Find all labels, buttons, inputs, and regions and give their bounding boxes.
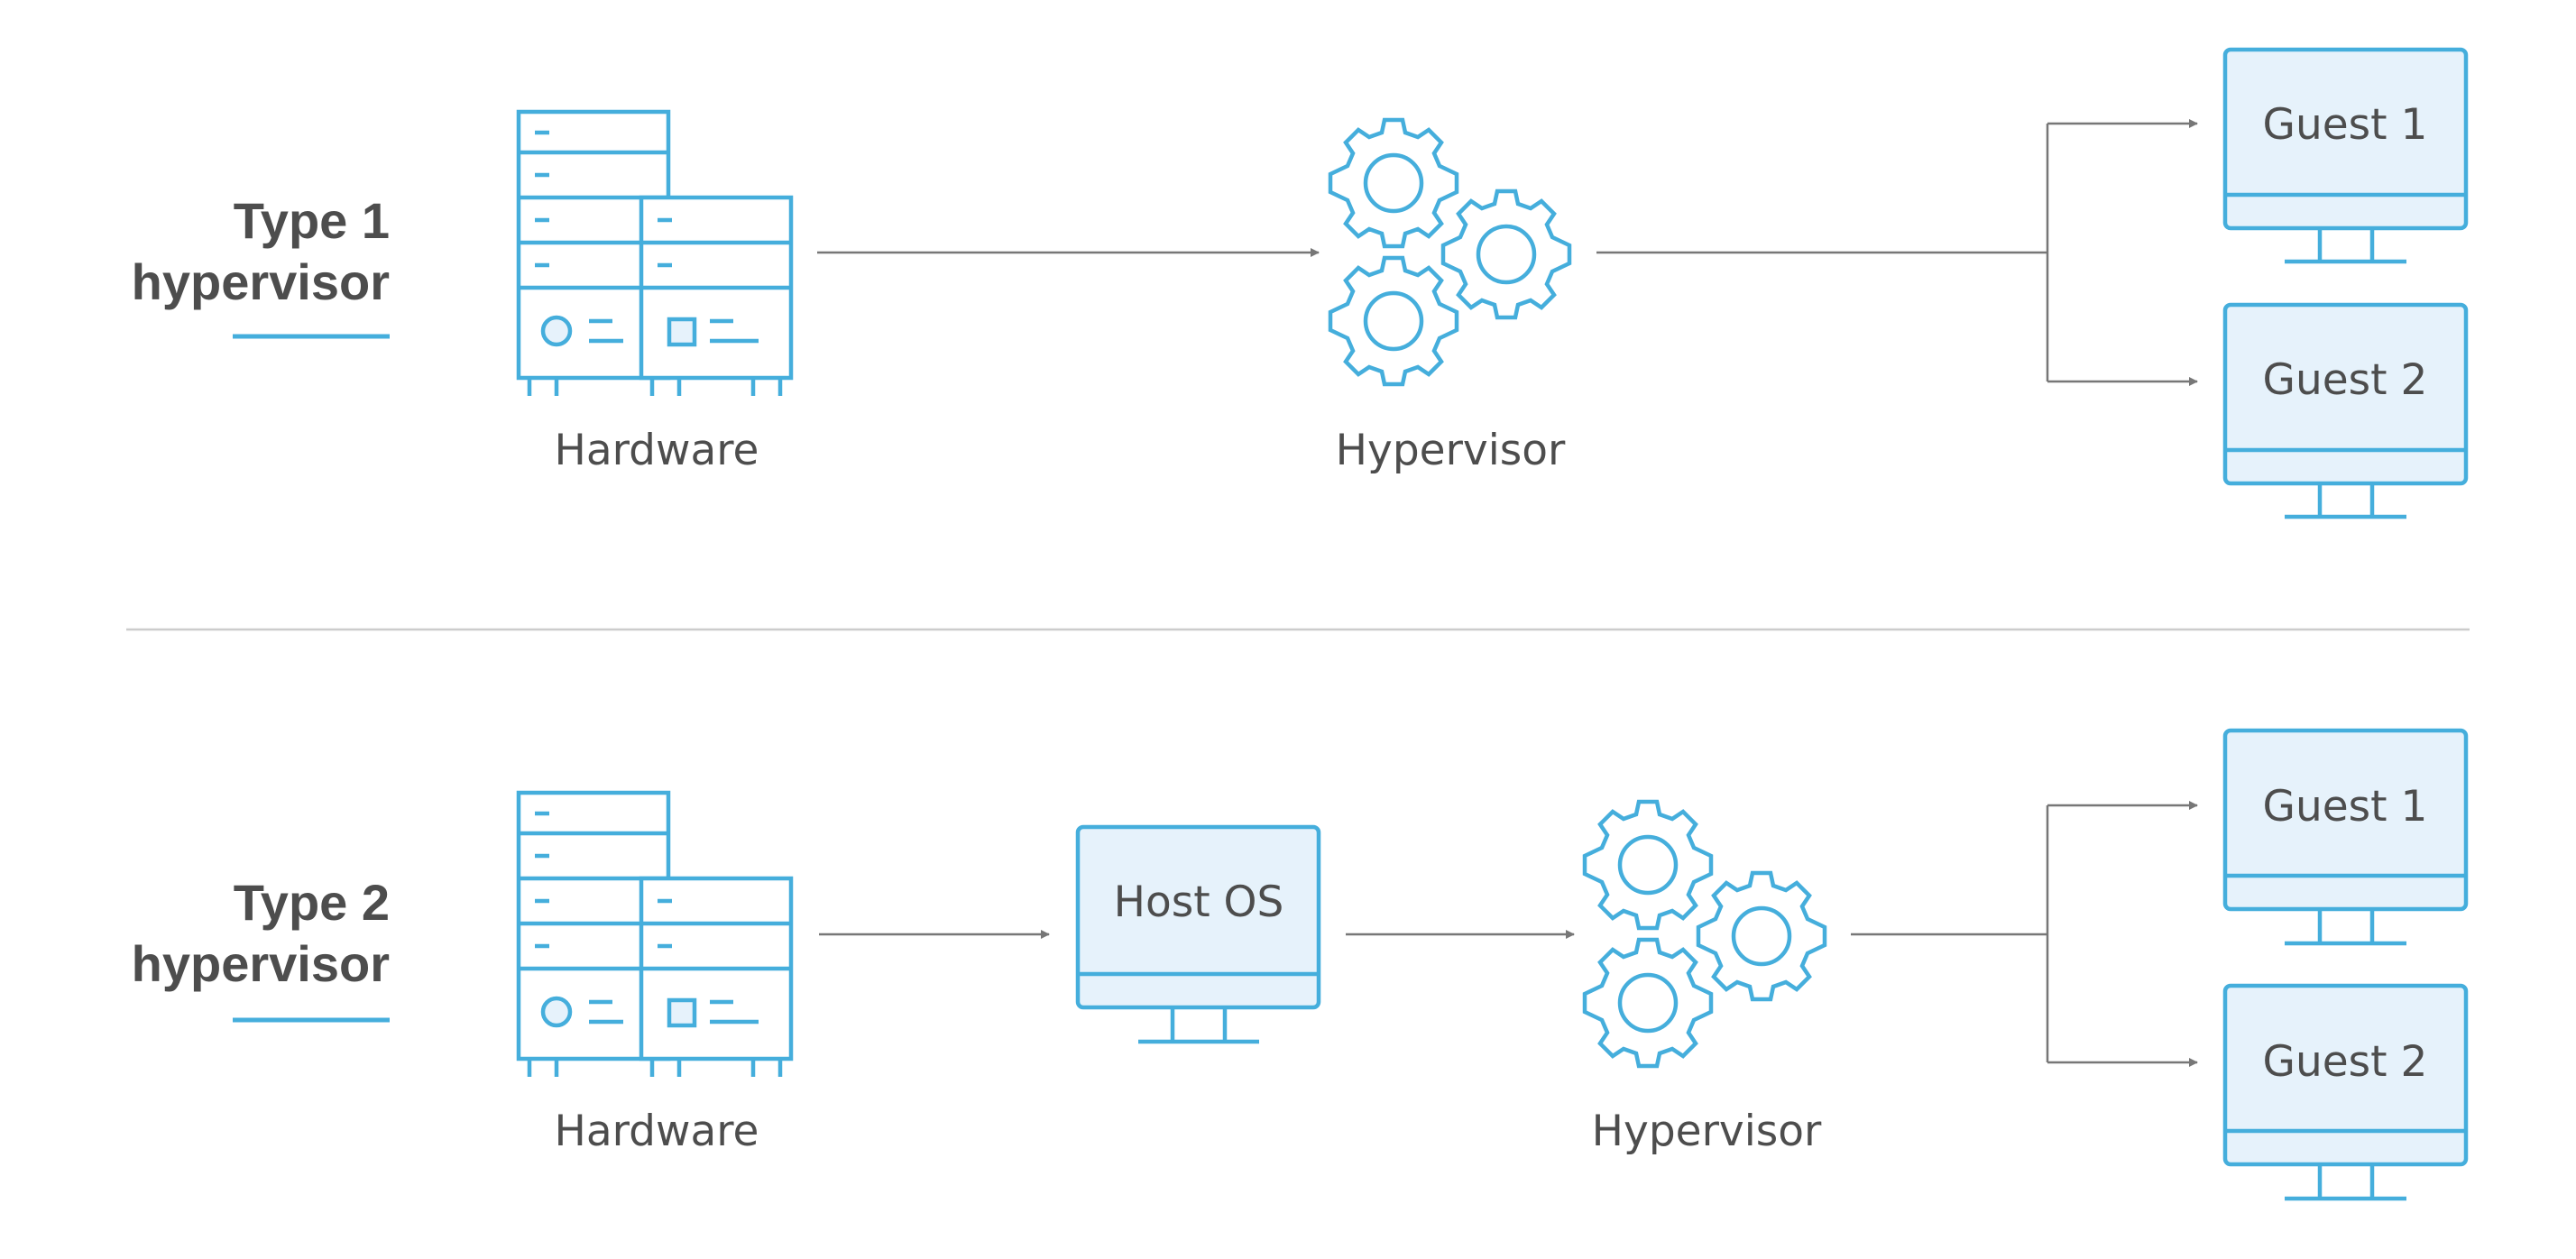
type1-section: Type 1 hypervisor Hardware Hypervisor Gu… [132, 47, 2469, 519]
guest2-monitor-icon: Guest 2 [2222, 302, 2469, 519]
type1-title-line2: hypervisor [132, 253, 390, 310]
type1-hardware-label: Hardware [555, 426, 759, 475]
type2-guest2-label: Guest 2 [2263, 1037, 2428, 1087]
type2-host-os-label: Host OS [1114, 878, 1284, 927]
type2-hardware-label: Hardware [555, 1107, 759, 1156]
guest1-monitor-icon: Guest 1 [2222, 728, 2469, 946]
type2-title-line2: hypervisor [132, 935, 390, 992]
server-rack-icon [519, 793, 791, 1077]
connector-branch [1851, 801, 2198, 1067]
type1-guest1-label: Guest 1 [2263, 100, 2428, 150]
type2-guest1-label: Guest 1 [2263, 782, 2428, 832]
guest2-monitor-icon: Guest 2 [2222, 983, 2469, 1201]
type2-hypervisor-label: Hypervisor [1592, 1107, 1822, 1156]
type1-guest2-label: Guest 2 [2263, 355, 2428, 405]
type1-title-line1: Type 1 [234, 192, 390, 249]
server-rack-icon [519, 112, 791, 396]
gears-icon [1330, 120, 1569, 384]
type2-section: Type 2 hypervisor Hardware Host OS Hyper… [132, 728, 2469, 1201]
gears-icon [1585, 802, 1825, 1066]
type2-title-line1: Type 2 [234, 874, 390, 931]
guest1-monitor-icon: Guest 1 [2222, 47, 2469, 264]
type1-hypervisor-label: Hypervisor [1336, 426, 1566, 475]
host-os-monitor-icon: Host OS [1075, 824, 1321, 1044]
connector-branch [1596, 119, 2198, 386]
